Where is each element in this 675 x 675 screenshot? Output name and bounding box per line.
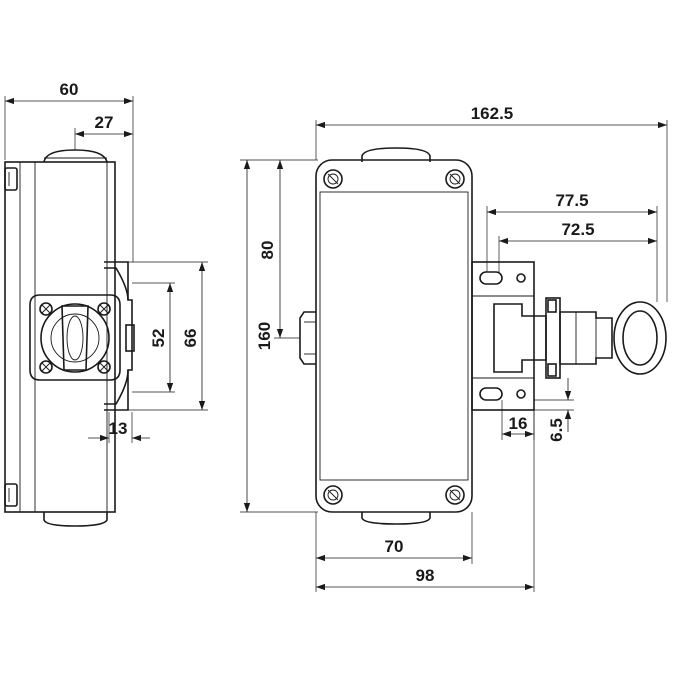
front-view: [299, 147, 667, 525]
side-rope-stub: [125, 324, 135, 352]
side-rotary-dial: [40, 303, 110, 373]
front-eye-ring: [613, 301, 667, 375]
dim-slot-width: 16: [509, 414, 528, 433]
side-body: [4, 161, 116, 513]
front-bottom-cap: [361, 512, 431, 525]
dim-body-width: 70: [385, 537, 404, 556]
dim-mount-height: 80: [258, 241, 277, 260]
side-lever: [61, 305, 89, 371]
dim-bracket-outer: 66: [181, 329, 200, 348]
side-dimensions: 60 27 52 66 13: [4, 80, 208, 443]
side-ear-bottom: [4, 483, 18, 507]
front-top-cap: [361, 147, 431, 162]
dim-rope-offset-outer: 77.5: [555, 191, 588, 210]
dim-side-offset: 27: [95, 113, 114, 132]
dim-rope-offset-inner: 72.5: [561, 220, 594, 239]
dim-height: 160: [255, 322, 274, 350]
front-dimensions: 162.5 160 80 77.5 72.5 16 6.5 70: [240, 104, 668, 592]
dim-total-length: 162.5: [471, 104, 514, 123]
front-left-gland: [299, 311, 316, 365]
dim-bracket-depth: 13: [109, 419, 128, 438]
side-view: [4, 149, 135, 527]
dim-slot-height: 6.5: [547, 418, 566, 442]
front-body: [315, 159, 473, 513]
front-body-inner: [319, 191, 469, 481]
side-head-housing: [29, 294, 121, 381]
side-ear-top: [4, 167, 18, 191]
side-top-cap: [43, 149, 108, 163]
front-bracket: [471, 261, 535, 411]
front-tensioner: [559, 311, 613, 365]
dim-overall-width: 98: [416, 566, 435, 585]
front-actuator: [493, 303, 547, 373]
front-screws: [323, 169, 465, 505]
side-bracket: [104, 261, 133, 411]
dim-bracket-inner: 52: [149, 329, 168, 348]
side-screws: [39, 302, 111, 374]
front-slot-top: [479, 271, 503, 285]
dim-side-width: 60: [60, 80, 79, 99]
front-slot-bottom: [479, 387, 503, 401]
side-bottom-cap: [43, 512, 108, 527]
